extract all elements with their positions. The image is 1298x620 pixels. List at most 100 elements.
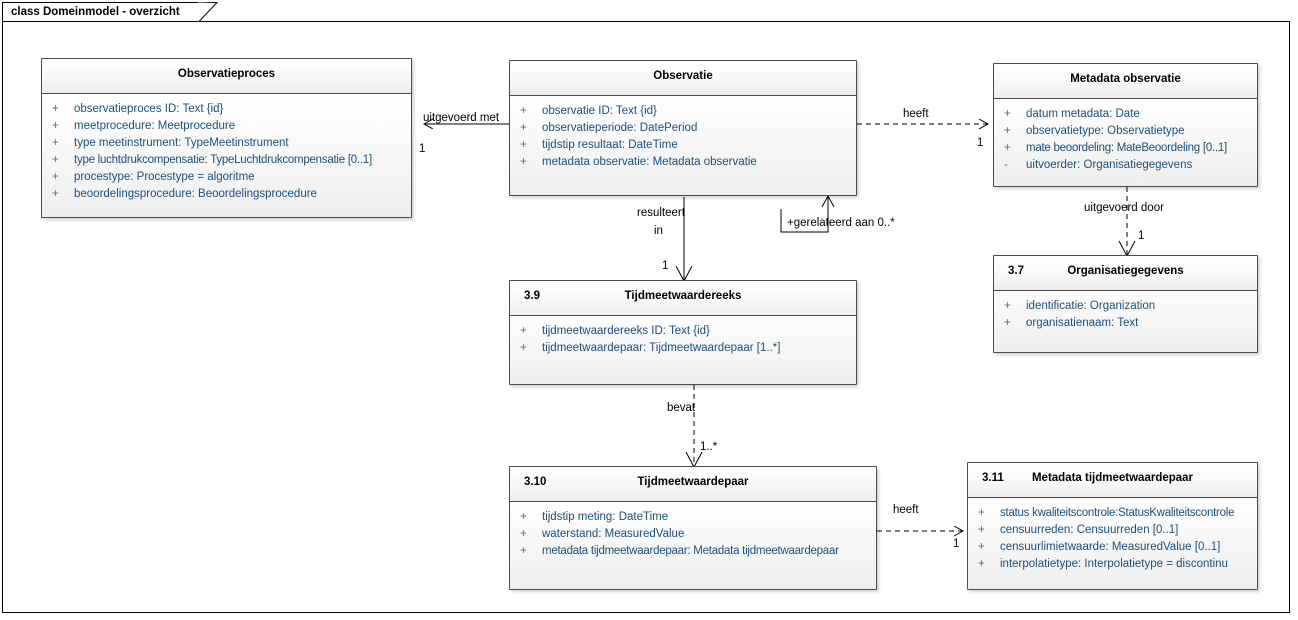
- relation-label-resulteert: resulteert: [637, 207, 685, 219]
- attribute-row: + tijdmeetwaardepaar: Tijdmeetwaardepaar…: [510, 340, 856, 357]
- class-number-organisatiegegevens: 3.7: [1008, 265, 1024, 277]
- class-tijdmeetwaardepaar[interactable]: 3.10 Tijdmeetwaardepaar + tijdstip metin…: [509, 466, 877, 590]
- relation-label-uitgevoerd-met: uitgevoerd met: [423, 112, 500, 124]
- attr-visibility: +: [520, 122, 527, 134]
- attr-text: observatieproces ID: Text {id}: [74, 103, 224, 115]
- attribute-row: + tijdstip resultaat: DateTime: [510, 137, 856, 154]
- class-header-tijdmeetwaardepaar: 3.10 Tijdmeetwaardepaar: [510, 467, 876, 502]
- attr-visibility: +: [520, 105, 527, 117]
- class-number-tijdmeetwaardepaar: 3.10: [524, 476, 547, 488]
- attr-visibility: +: [1004, 317, 1011, 329]
- class-name-tijdmeetwaardereeks: Tijdmeetwaardereeks: [624, 290, 742, 302]
- attr-visibility: +: [978, 524, 985, 536]
- attr-visibility: +: [52, 188, 59, 200]
- attribute-row: + beoordelingsprocedure: Beoordelingspro…: [42, 186, 411, 203]
- attribute-row: + meetprocedure: Meetprocedure: [42, 118, 411, 135]
- attr-visibility: +: [520, 156, 527, 168]
- attribute-row: - uitvoerder: Organisatiegegevens: [994, 157, 1257, 174]
- diagram-frame: [2, 21, 1290, 613]
- attribute-row: + censuurlimietwaarde: MeasuredValue [0.…: [968, 539, 1257, 556]
- class-metadata-observatie[interactable]: Metadata observatie + datum metadata: Da…: [993, 63, 1258, 187]
- class-attrs-tijdmeetwaardepaar: + tijdstip meting: DateTime + waterstand…: [510, 502, 876, 566]
- attr-visibility: +: [1004, 108, 1011, 120]
- attr-text: mate beoordeling: MateBeoordeling [0..1]: [1026, 142, 1227, 154]
- attr-visibility: +: [520, 528, 527, 540]
- attribute-row: + observatietype: Observatietype: [994, 123, 1257, 140]
- relation-label-heeft-metadata: heeft: [903, 108, 929, 120]
- attr-text: type luchtdrukcompensatie: TypeLuchtdruk…: [74, 154, 372, 166]
- attribute-row: + observatieperiode: DatePeriod: [510, 120, 856, 137]
- attribute-row: + observatieproces ID: Text {id}: [42, 101, 411, 118]
- relation-label-gerelateerd-aan: +gerelateerd aan 0..*: [787, 217, 895, 229]
- attr-visibility: +: [1004, 300, 1011, 312]
- title-tab-corner-icon: [198, 2, 218, 23]
- attribute-row: + mate beoordeling: MateBeoordeling [0..…: [994, 140, 1257, 157]
- attribute-row: + procestype: Procestype = algoritme: [42, 169, 411, 186]
- attr-text: interpolatietype: Interpolatietype = dis…: [1000, 558, 1228, 570]
- attribute-row: + metadata tijdmeetwaardepaar: Metadata …: [510, 543, 876, 560]
- attr-text: meetprocedure: Meetprocedure: [74, 120, 236, 132]
- relation-label-uitgevoerd-door: uitgevoerd door: [1084, 202, 1164, 214]
- relation-mult-bevat: 1..*: [700, 441, 718, 453]
- attr-text: organisatienaam: Text: [1026, 317, 1139, 329]
- attr-text: observatieperiode: DatePeriod: [542, 122, 698, 134]
- attr-text: observatietype: Observatietype: [1026, 125, 1185, 137]
- relation-mult-resulteert-in: 1: [662, 260, 669, 272]
- class-observatie[interactable]: Observatie + observatie ID: Text {id} + …: [509, 60, 857, 196]
- attr-visibility: +: [52, 120, 59, 132]
- attr-visibility: +: [52, 154, 59, 166]
- class-name-observatieproces: Observatieproces: [177, 68, 276, 80]
- relation-mult-heeft-meta-paar: 1: [953, 538, 960, 550]
- attribute-row: + organisatienaam: Text: [994, 315, 1257, 332]
- class-name-organisatiegegevens: Organisatiegegevens: [1067, 265, 1184, 277]
- attribute-row: + status kwaliteitscontrole:StatusKwalit…: [968, 505, 1257, 522]
- attribute-row: + metadata observatie: Metadata observat…: [510, 154, 856, 171]
- attribute-row: + interpolatietype: Interpolatietype = d…: [968, 556, 1257, 573]
- class-number-tijdmeetwaardereeks: 3.9: [524, 290, 540, 302]
- attr-text: censuurreden: Censuurreden [0..1]: [1000, 524, 1179, 536]
- class-attrs-metadata-tijdmeetwaardepaar: + status kwaliteitscontrole:StatusKwalit…: [968, 498, 1257, 579]
- class-header-tijdmeetwaardereeks: 3.9 Tijdmeetwaardereeks: [510, 281, 856, 316]
- class-metadata-tijdmeetwaardepaar[interactable]: 3.11 Metadata tijdmeetwaardepaar + statu…: [967, 462, 1258, 590]
- attr-text: tijdstip resultaat: DateTime: [542, 139, 678, 151]
- attr-text: observatie ID: Text {id}: [542, 105, 657, 117]
- relation-label-bevat: bevat: [667, 402, 696, 414]
- attr-text: uitvoerder: Organisatiegegevens: [1026, 159, 1193, 171]
- attr-text: tijdmeetwaardepaar: Tijdmeetwaardepaar […: [542, 342, 781, 354]
- attr-text: procestype: Procestype = algoritme: [74, 171, 255, 183]
- attr-visibility: +: [52, 171, 59, 183]
- attr-text: tijdmeetwaardereeks ID: Text {id}: [542, 325, 710, 337]
- attr-visibility: +: [520, 342, 527, 354]
- attribute-row: + observatie ID: Text {id}: [510, 103, 856, 120]
- attr-visibility: +: [978, 558, 985, 570]
- class-observatieproces[interactable]: Observatieproces + observatieproces ID: …: [41, 58, 412, 218]
- class-header-organisatiegegevens: 3.7 Organisatiegegevens: [994, 256, 1257, 291]
- class-header-observatie: Observatie: [510, 61, 856, 96]
- diagram-title-label: class Domeinmodel - overzicht: [11, 6, 180, 18]
- attr-visibility: +: [520, 325, 527, 337]
- attribute-row: + datum metadata: Date: [994, 106, 1257, 123]
- relation-mult-heeft-metadata: 1: [977, 137, 984, 149]
- attr-text: tijdstip meting: DateTime: [542, 511, 669, 523]
- class-header-metadata-observatie: Metadata observatie: [994, 64, 1257, 99]
- attr-text: datum metadata: Date: [1026, 108, 1140, 120]
- attribute-row: + type meetinstrument: TypeMeetinstrumen…: [42, 135, 411, 152]
- attr-visibility: +: [520, 511, 527, 523]
- attr-text: type meetinstrument: TypeMeetinstrument: [74, 137, 289, 149]
- class-organisatiegegevens[interactable]: 3.7 Organisatiegegevens + identificatie:…: [993, 255, 1258, 353]
- attr-text: metadata observatie: Metadata observatie: [542, 156, 757, 168]
- attr-visibility: +: [52, 137, 59, 149]
- attr-visibility: -: [1004, 159, 1008, 171]
- class-name-metadata-tijdmeetwaardepaar: Metadata tijdmeetwaardepaar: [1031, 472, 1194, 484]
- attr-visibility: +: [978, 541, 985, 553]
- class-tijdmeetwaardereeks[interactable]: 3.9 Tijdmeetwaardereeks + tijdmeetwaarde…: [509, 280, 857, 385]
- attr-text: identificatie: Organization: [1026, 300, 1156, 312]
- attr-visibility: +: [520, 139, 527, 151]
- attr-text: waterstand: MeasuredValue: [542, 528, 685, 540]
- attr-text: metadata tijdmeetwaardepaar: Metadata ti…: [542, 545, 839, 557]
- class-name-observatie: Observatie: [653, 70, 713, 82]
- class-number-metadata-tijdmeetwaardepaar: 3.11: [982, 472, 1004, 484]
- class-attrs-metadata-observatie: + datum metadata: Date + observatietype:…: [994, 99, 1257, 180]
- class-attrs-tijdmeetwaardereeks: + tijdmeetwaardereeks ID: Text {id} + ti…: [510, 316, 856, 363]
